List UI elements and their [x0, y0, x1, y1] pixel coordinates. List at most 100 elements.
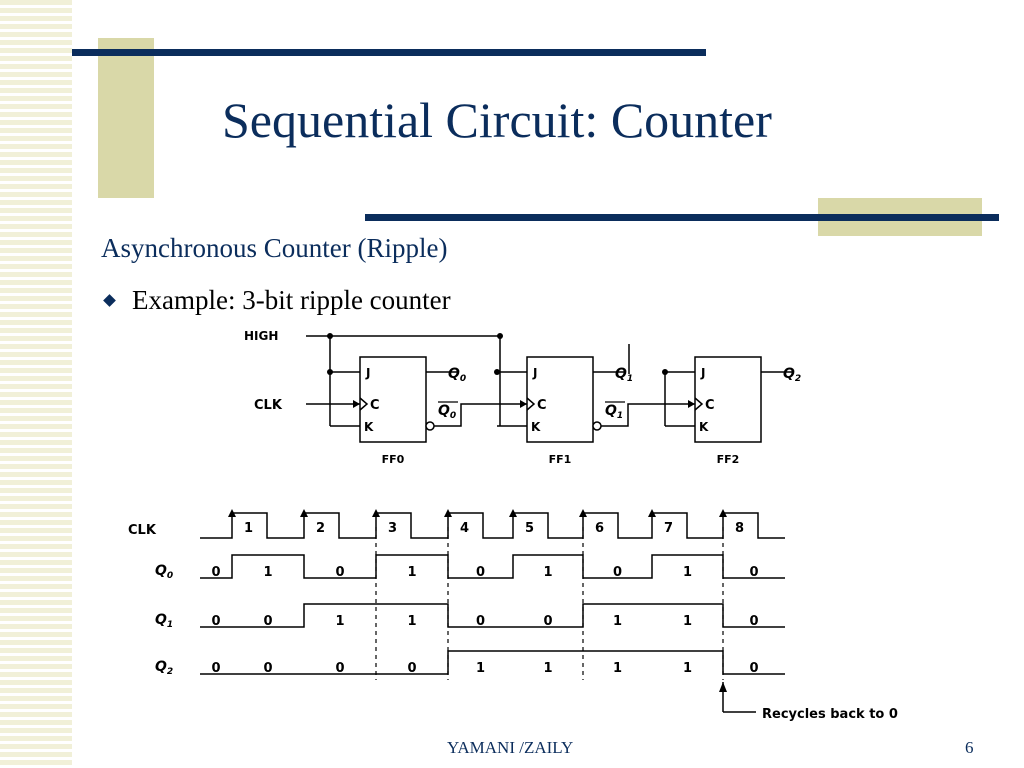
clk-pulse-label-1: 1	[244, 521, 253, 536]
q0-bit-5: 1	[543, 565, 552, 580]
q0-row-label-letter: Q	[155, 563, 167, 579]
ff2-pin-c: C	[705, 398, 715, 413]
q0-row-label-subscript: 0	[167, 571, 173, 581]
q1-row-label-subscript: 1	[167, 620, 173, 630]
q0-bit-2: 0	[335, 565, 344, 580]
ff0-to-ff1-clock-wire	[434, 403, 527, 427]
clk-pulse-label-2: 2	[316, 521, 325, 536]
ff2-q-label-letter: Q	[783, 366, 795, 382]
ff2-clk-arrow	[688, 400, 695, 408]
q1-bit-0: 0	[211, 614, 220, 629]
q1-bit-8: 0	[749, 614, 758, 629]
input-label-high: HIGH	[244, 329, 278, 343]
left-stripe-decoration	[0, 0, 72, 768]
ff0-pin-c: C	[370, 398, 380, 413]
clk-row-label: CLK	[128, 523, 157, 538]
q2-bit-2: 0	[335, 661, 344, 676]
q0-bit-1: 1	[263, 565, 272, 580]
ff1-qbar-label-letter: Q	[605, 403, 617, 419]
ff1-q-label: Q1	[615, 366, 633, 384]
q1-bit-7: 1	[683, 614, 692, 629]
q2-bit-1: 0	[263, 661, 272, 676]
clk-arrow	[353, 400, 360, 408]
ff0-clock-triangle	[359, 397, 369, 411]
clk-pulse-label-3: 3	[388, 521, 397, 536]
input-label-clk: CLK	[254, 398, 283, 413]
ff0-qbar-label-subscript: 0	[450, 411, 456, 421]
ff2-pin-j: J	[700, 366, 705, 380]
q2-bit-8: 0	[749, 661, 758, 676]
accent-bar-bottom	[365, 214, 999, 221]
ff2-pin-k: K	[699, 420, 709, 434]
ff1-pin-k: K	[531, 420, 541, 434]
q1-waveform	[200, 603, 785, 628]
accent-bar-top	[72, 49, 706, 56]
ff2-name: FF2	[717, 453, 740, 466]
ff1-qbar-label: Q1	[605, 403, 623, 421]
q1-bit-4: 0	[476, 614, 485, 629]
ff1-q-label-letter: Q	[615, 366, 627, 382]
q0-bit-7: 1	[683, 565, 692, 580]
bullet-item: Example: 3-bit ripple counter	[101, 285, 451, 316]
ff1-pin-c: C	[537, 398, 547, 413]
q1-bit-3: 1	[407, 614, 416, 629]
q2-row-label: Q2	[155, 659, 173, 677]
q2-waveform	[200, 650, 785, 675]
q0-waveform	[200, 554, 785, 579]
ff1-pin-j: J	[532, 366, 537, 380]
q1-bit-5: 0	[543, 614, 552, 629]
q2-bit-7: 1	[683, 661, 692, 676]
q2-bit-0: 0	[211, 661, 220, 676]
q2-bit-5: 1	[543, 661, 552, 676]
ff0-box	[359, 356, 427, 443]
section-subtitle: Asynchronous Counter (Ripple)	[101, 233, 448, 263]
q0-row-label: Q0	[155, 563, 173, 581]
q2-bit-3: 0	[407, 661, 416, 676]
clk-pulse-label-7: 7	[664, 521, 673, 536]
q1-bit-1: 0	[263, 614, 272, 629]
bullet-text: Example: 3-bit ripple counter	[132, 285, 451, 315]
ff2-q-label: Q2	[783, 366, 801, 384]
clk-pulse-label-6: 6	[595, 521, 604, 536]
q0-bit-8: 0	[749, 565, 758, 580]
ff0-qbar-label: Q0	[438, 403, 456, 421]
clk-pulse-label-4: 4	[460, 521, 469, 536]
page-title: Sequential Circuit: Counter	[222, 92, 772, 148]
q2-row-label-letter: Q	[155, 659, 167, 675]
q2-bit-4: 1	[476, 661, 485, 676]
ff1-box	[526, 356, 594, 443]
ff1-jk-junction	[494, 369, 500, 375]
ff1-clk-arrow	[520, 400, 527, 408]
page-number: 6	[965, 738, 974, 757]
q1-row-label-letter: Q	[155, 612, 167, 628]
ff1-qbar-label-subscript: 1	[617, 411, 623, 421]
ff0-qbar-label-letter: Q	[438, 403, 450, 419]
ff2-clock-triangle	[694, 397, 704, 411]
clk-pulse-label-8: 8	[735, 521, 744, 536]
q0-bit-0: 0	[211, 565, 220, 580]
ff0-pin-k: K	[364, 420, 374, 434]
q2-bit-6: 1	[613, 661, 622, 676]
ff1-qbar-bubble	[592, 421, 602, 431]
ff2-box	[694, 356, 762, 443]
accent-block-left	[98, 38, 154, 198]
ff1-name: FF1	[549, 453, 572, 466]
recycle-annotation: Recycles back to 0	[762, 707, 898, 722]
q0-bit-6: 0	[613, 565, 622, 580]
diamond-bullet-icon	[103, 293, 116, 307]
ff2-q-label-subscript: 2	[795, 374, 801, 384]
q0-bit-4: 0	[476, 565, 485, 580]
ff0-q-label: Q0	[448, 366, 466, 384]
q1-bit-6: 1	[613, 614, 622, 629]
ff1-clock-triangle	[526, 397, 536, 411]
footer-author: YAMANI /ZAILY	[447, 738, 574, 757]
clk-waveform	[200, 512, 785, 539]
ff0-q-label-letter: Q	[448, 366, 460, 382]
q2-row-label-subscript: 2	[167, 667, 173, 677]
q1-bit-2: 1	[335, 614, 344, 629]
ff0-pin-j: J	[365, 366, 370, 380]
clk-pulse-label-5: 5	[525, 521, 534, 536]
